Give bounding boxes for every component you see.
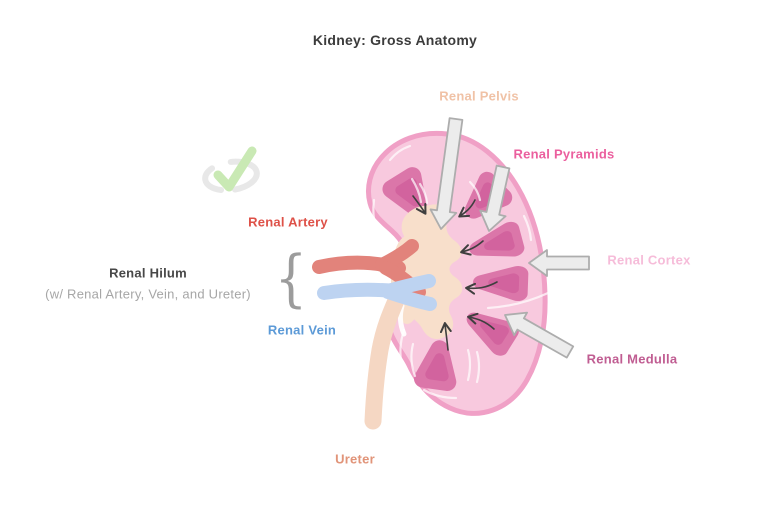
hilum-brace: {: [274, 241, 308, 315]
checkmark-with-swirl-icon: [202, 146, 260, 194]
label-renal-hilum: Renal Hilum: [109, 265, 187, 281]
label-renal-vein: Renal Vein: [267, 322, 337, 338]
label-renal-pyramids: Renal Pyramids: [513, 146, 615, 162]
flow-arrows: [412, 195, 498, 351]
renal-vein-vessel: [317, 274, 437, 311]
diagram-title: Kidney: Gross Anatomy: [312, 31, 478, 48]
renal-medulla-arrow: [504, 311, 575, 359]
label-renal-pelvis: Renal Pelvis: [439, 88, 519, 104]
ureter-vessel: [364, 287, 407, 430]
renal-cortex-arrow: [528, 249, 590, 277]
label-renal-cortex: Renal Cortex: [607, 252, 691, 268]
hilum-vessels: [312, 239, 437, 430]
label-renal-hilum-contents: (w/ Renal Artery, Vein, and Ureter): [45, 286, 251, 302]
label-renal-artery: Renal Artery: [248, 214, 328, 230]
label-renal-medulla: Renal Medulla: [586, 351, 678, 367]
renal-pyramids-arrow: [479, 164, 511, 232]
cortex-streaks: [372, 144, 550, 400]
label-ureter: Ureter: [335, 451, 375, 467]
renal-pelvis-arrow: [429, 117, 464, 230]
pointer-arrows: [429, 117, 590, 359]
